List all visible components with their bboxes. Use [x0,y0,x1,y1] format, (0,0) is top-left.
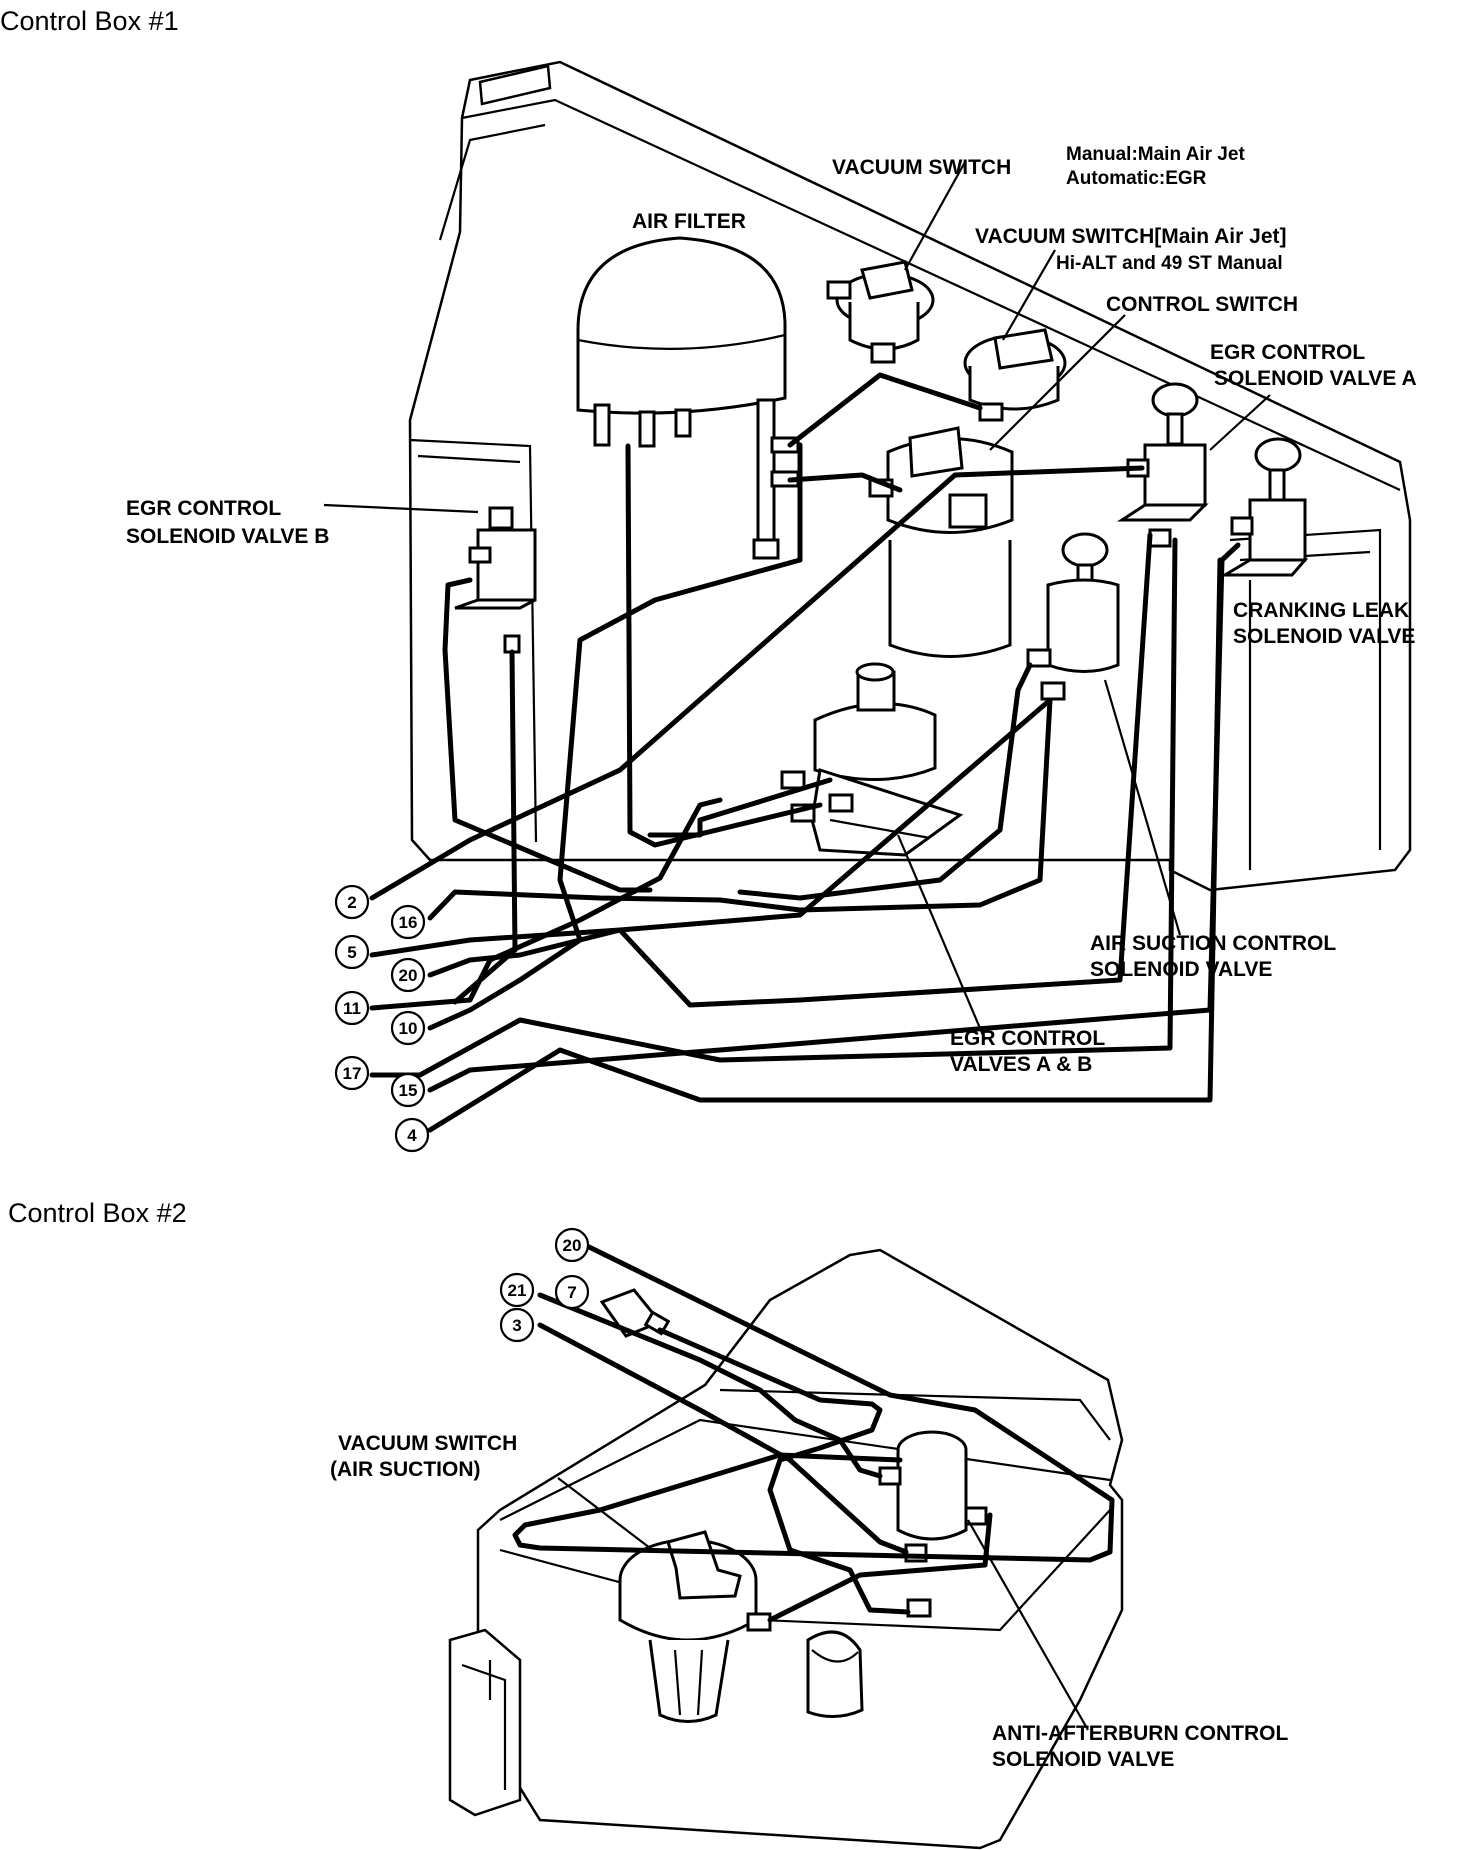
svg-text:2: 2 [347,893,356,912]
air-filter [576,236,787,448]
connector-2: 2 [334,884,370,920]
label-egr-valves-2: VALVES A & B [950,1053,1092,1076]
connector-7: 7 [554,1274,590,1310]
label-vs-note-2: Automatic:EGR [1066,168,1207,189]
label-egr-a-1: EGR CONTROL [1210,341,1365,364]
labels-box1: VACUUM SWITCH Manual:Main Air Jet Automa… [126,144,1417,1076]
label-air-suction-1: AIR SUCTION CONTROL [1090,932,1336,955]
label-egr-a-2: SOLENOID VALVE A [1214,367,1417,390]
tee-manifold [752,398,800,560]
connector-17: 17 [334,1055,370,1091]
label-cranking-1: CRANKING LEAK [1233,599,1409,622]
label-vs-air-2: (AIR SUCTION) [330,1458,481,1481]
egr-control-solenoid-valve-a [1116,382,1209,548]
label-vs-air-1: VACUUM SWITCH [338,1432,517,1455]
connector-20: 20 [390,957,426,993]
svg-text:16: 16 [399,913,418,932]
label-egr-b-2: SOLENOID VALVE B [126,525,329,548]
vacuum-switch-main-air-jet-egr [826,260,935,364]
connector-15: 15 [390,1072,426,1108]
svg-text:10: 10 [399,1019,418,1038]
connector-20b: 20 [554,1227,590,1263]
connectors-box2: 20 21 7 3 [499,1227,590,1343]
label-vs-main-2: Hi-ALT and 49 ST Manual [1056,253,1283,274]
connector-21: 21 [499,1272,535,1308]
vacuum-switch-main-air-jet-hi-alt [963,328,1067,422]
label-air-suction-2: SOLENOID VALVE [1090,958,1272,981]
box1-title: Control Box #1 [0,6,179,36]
label-vacuum-switch: VACUUM SWITCH [832,156,1011,179]
connector-16: 16 [390,904,426,940]
bracket-cup [806,1630,864,1718]
svg-text:21: 21 [508,1281,527,1300]
labels-box2: VACUUM SWITCH (AIR SUCTION) ANTI-AFTERBU… [330,1432,1288,1771]
connectors-box1: 2 16 5 20 11 10 17 15 4 [334,884,430,1153]
egr-control-solenoid-valve-b [454,506,537,654]
label-anti-1: ANTI-AFTERBURN CONTROL [992,1722,1288,1745]
svg-text:7: 7 [567,1283,576,1302]
leader-lines-box1 [323,161,1271,1041]
svg-text:20: 20 [399,966,418,985]
leader-lines-box2 [557,1477,1089,1731]
svg-text:4: 4 [407,1126,417,1145]
label-egr-valves-1: EGR CONTROL [950,1027,1105,1050]
box2-title: Control Box #2 [8,1198,187,1228]
anti-afterburn-control-solenoid-valve [878,1430,988,1618]
svg-text:5: 5 [347,943,356,962]
control-switch [868,426,1014,658]
label-air-filter: AIR FILTER [632,210,746,233]
label-egr-b-1: EGR CONTROL [126,497,281,520]
label-vs-main-1: VACUUM SWITCH[Main Air Jet] [975,225,1287,248]
connector-5: 5 [334,934,370,970]
label-cranking-2: SOLENOID VALVE [1233,625,1415,648]
svg-text:15: 15 [399,1081,418,1100]
connector-3: 3 [499,1307,535,1343]
svg-text:3: 3 [512,1316,521,1335]
label-anti-2: SOLENOID VALVE [992,1748,1174,1771]
svg-text:17: 17 [343,1064,362,1083]
label-control-switch: CONTROL SWITCH [1106,293,1298,316]
control-box-2-housing [448,1248,1124,1850]
connector-11: 11 [334,990,370,1026]
svg-text:11: 11 [343,999,361,1018]
connector-4: 4 [394,1117,430,1153]
svg-text:20: 20 [563,1236,582,1255]
label-vs-note-1: Manual:Main Air Jet [1066,144,1245,165]
connector-10: 10 [390,1010,426,1046]
air-suction-control-solenoid-valve [1026,532,1120,701]
cranking-leak-solenoid-valve [1219,437,1309,577]
vacuum-hoses-box1 [369,372,1241,1133]
vacuum-switch-air-suction [618,1530,772,1723]
